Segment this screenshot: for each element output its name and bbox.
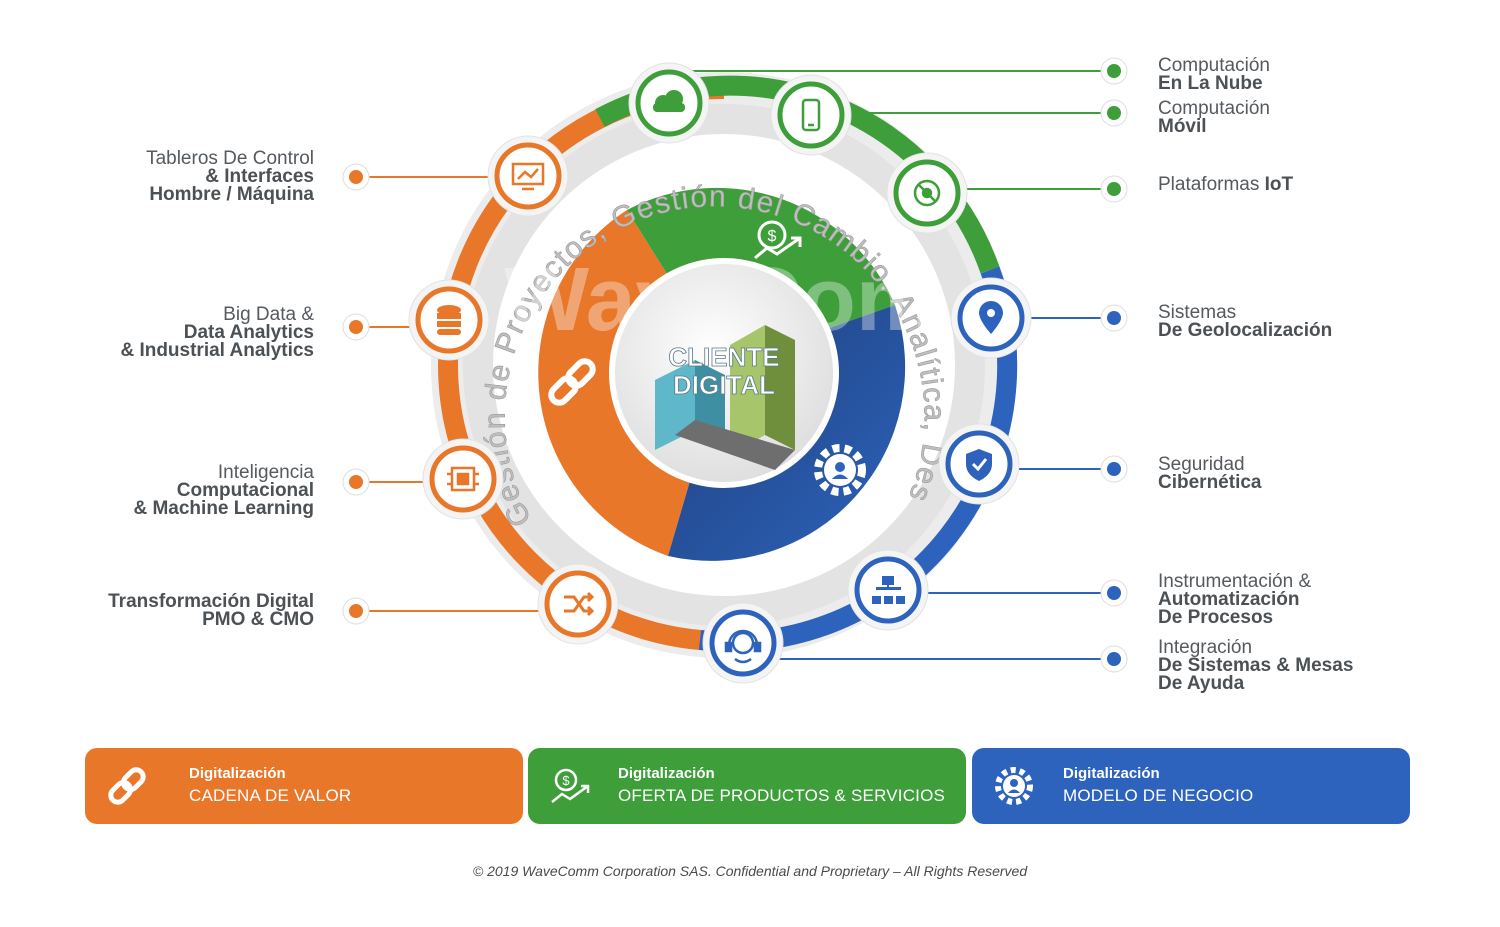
bar-business-model: Digitalización MODELO DE NEGOCIO: [972, 748, 1410, 824]
label-ai-line3: & Machine Learning: [133, 498, 314, 519]
label-automation-line3: De Procesos: [1158, 607, 1274, 628]
label-integration-line2: De Sistemas & Mesas: [1158, 655, 1354, 676]
footer-copyright: © 2019 WaveComm Corporation SAS. Confide…: [472, 863, 1028, 879]
label-mobile-line2: Móvil: [1158, 116, 1207, 137]
gear-person-icon: [814, 444, 866, 496]
label-integration-line3: De Ayuda: [1158, 673, 1245, 694]
node-cloud: [628, 62, 710, 144]
label-dashboards-line3: Hombre / Máquina: [149, 184, 314, 205]
label-geolocation: Sistemas De Geolocalización: [1158, 302, 1478, 341]
location-pin-icon: [979, 301, 1003, 334]
label-ai: Inteligencia Computacional & Machine Lea…: [54, 462, 314, 519]
label-dashboards-line2: & Interfaces: [205, 166, 314, 187]
iot-icon: [913, 179, 941, 207]
money-growth-icon: $: [754, 220, 802, 260]
dashboard-monitor-icon: [511, 162, 545, 191]
label-geolocation-line1: Sistemas: [1158, 302, 1237, 323]
label-big-data-line3: & Industrial Analytics: [120, 340, 314, 361]
chain-link-icon: [548, 358, 596, 406]
label-cloud: Computación En La Nube: [1158, 55, 1478, 94]
building-illustration: [655, 325, 795, 470]
bar-value-chain-subtitle: CADENA DE VALOR: [189, 786, 352, 805]
label-automation: Instrumentación & Automatización De Proc…: [1158, 571, 1478, 628]
label-geolocation-line2: De Geolocalización: [1158, 320, 1333, 341]
label-automation-line1: Instrumentación &: [1158, 571, 1312, 592]
node-dashboard: [487, 135, 569, 217]
label-transformation: Transformación Digital PMO & CMO: [54, 591, 314, 630]
money-growth-icon: $: [551, 768, 590, 803]
label-dashboards-line1: Tableros De Control: [146, 148, 314, 169]
center-title-line1: CLIENTE: [668, 342, 779, 372]
chain-link-icon: [108, 767, 146, 805]
shield-check-icon: [966, 449, 992, 481]
label-mobile: Computación Móvil: [1158, 98, 1478, 137]
endpoint-dots: [342, 57, 1128, 673]
center-title-line2: DIGITAL: [673, 370, 775, 400]
bar-value-chain: Digitalización CADENA DE VALOR: [85, 748, 523, 824]
label-iot: Plataformas IoT: [1158, 174, 1478, 195]
label-big-data: Big Data & Data Analytics & Industrial A…: [54, 304, 314, 361]
label-transformation-line2: PMO & CMO: [202, 609, 314, 630]
bar-value-chain-title: Digitalización: [189, 765, 286, 782]
bar-products-services-title: Digitalización: [618, 765, 715, 782]
bar-business-model-title: Digitalización: [1063, 765, 1160, 782]
label-mobile-line1: Computación: [1158, 98, 1270, 119]
node-mobile: [770, 74, 852, 156]
chip-icon: [447, 466, 479, 492]
node-iot: [886, 152, 968, 234]
label-integration-line1: Integración: [1158, 637, 1253, 658]
node-chip: [422, 438, 504, 520]
label-security-line2: Cibernética: [1158, 472, 1262, 493]
headset-agent-icon: [724, 629, 762, 664]
node-automation: [847, 549, 929, 631]
label-iot-strong: IoT: [1264, 174, 1294, 195]
label-transformation-line1: Transformación Digital: [108, 591, 314, 612]
database-icon: [437, 305, 461, 335]
hierarchy-icon: [872, 576, 905, 604]
label-integration: Integración De Sistemas & Mesas De Ayuda: [1158, 637, 1478, 694]
cloud-icon: [653, 90, 685, 112]
svg-text:$: $: [562, 773, 570, 788]
label-security: Seguridad Cibernética: [1158, 454, 1478, 493]
node-security: [938, 423, 1020, 505]
label-automation-line2: Automatización: [1158, 589, 1300, 610]
node-database: [408, 279, 490, 361]
mobile-icon: [801, 98, 821, 132]
label-dashboards: Tableros De Control & Interfaces Hombre …: [54, 148, 314, 205]
label-security-line1: Seguridad: [1158, 454, 1245, 475]
bar-business-model-subtitle: MODELO DE NEGOCIO: [1063, 786, 1254, 805]
label-iot-line1: Plataformas: [1158, 174, 1260, 195]
shuffle-icon: [564, 591, 595, 617]
label-ai-line1: Inteligencia: [217, 462, 314, 483]
label-big-data-line1: Big Data &: [223, 304, 314, 325]
label-ai-line2: Computacional: [176, 480, 314, 501]
label-big-data-line2: Data Analytics: [183, 322, 314, 343]
gear-person-icon: [995, 767, 1033, 805]
label-cloud-line1: Computación: [1158, 55, 1270, 76]
node-geolocation: [950, 277, 1032, 359]
svg-text:$: $: [768, 228, 777, 245]
bar-products-services-subtitle: OFERTA DE PRODUCTOS & SERVICIOS: [618, 786, 946, 805]
node-helpdesk: [702, 602, 784, 684]
label-cloud-line2: En La Nube: [1158, 73, 1263, 94]
bar-products-services: $ Digitalización OFERTA DE PRODUCTOS & S…: [528, 748, 966, 824]
node-shuffle: [537, 563, 619, 645]
